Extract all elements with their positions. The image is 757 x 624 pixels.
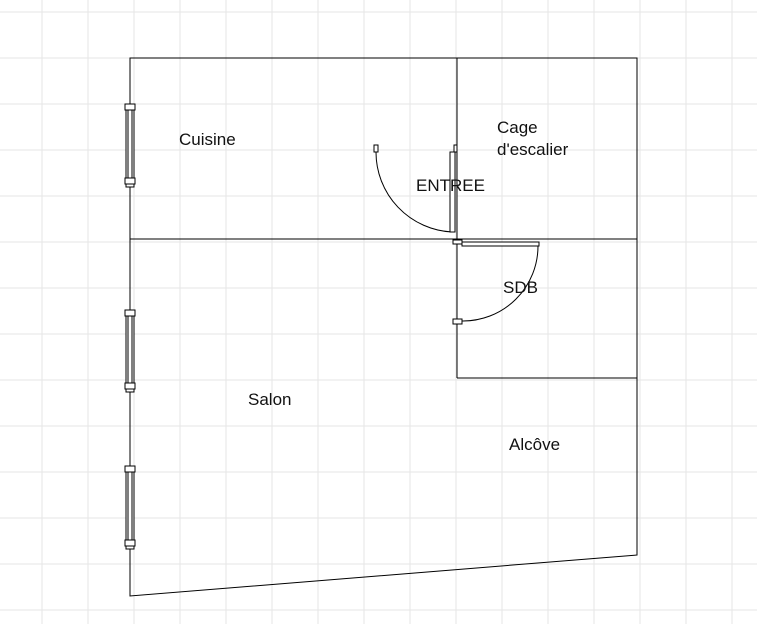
room-label-cage-line1: Cage <box>497 118 538 137</box>
door-sdb <box>452 239 540 325</box>
door-entree <box>373 144 458 233</box>
window-salon-lower <box>124 465 136 550</box>
room-label-alcove: Alcôve <box>509 435 560 454</box>
room-label-cuisine: Cuisine <box>179 130 236 149</box>
window-salon-upper <box>124 309 136 393</box>
room-label-entree: ENTREE <box>416 176 485 195</box>
window-kitchen <box>124 103 136 188</box>
room-label-cage-line2: d'escalier <box>497 140 569 159</box>
outer-wall <box>129 57 638 597</box>
walls <box>129 57 638 597</box>
room-label-sdb: SDB <box>503 278 538 297</box>
room-label-salon: Salon <box>248 390 291 409</box>
